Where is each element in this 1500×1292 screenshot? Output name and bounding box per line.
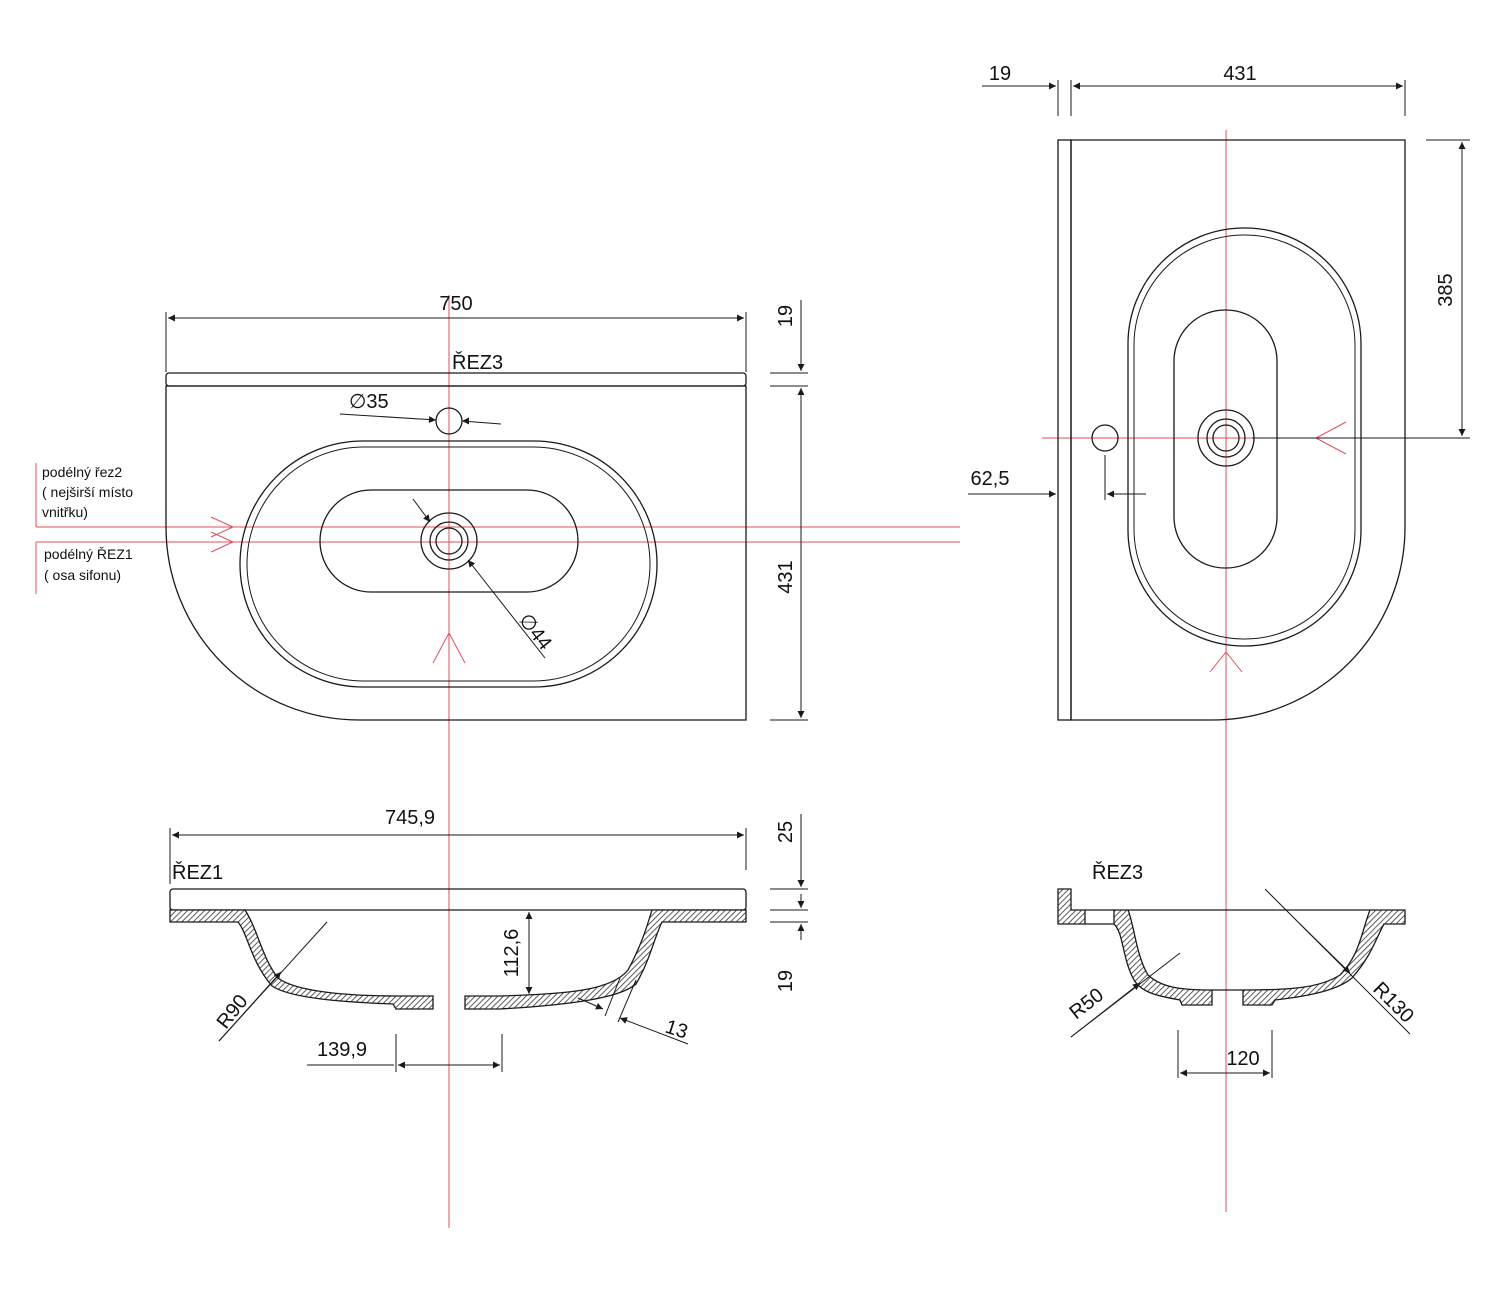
- section-1-drain-width-label: 139,9: [317, 1039, 367, 1061]
- top-view-dimensions: [165, 300, 808, 721]
- side-tap-hole-icon: [1091, 424, 1119, 452]
- side-view-dimensions: [968, 80, 1470, 500]
- side-drain-offset-label: 385: [1435, 273, 1457, 306]
- side-view: [1057, 139, 1406, 721]
- note-rez1-line1: podélný ŘEZ1: [44, 546, 133, 562]
- section-3-radius-large-label: R130: [1368, 978, 1417, 1027]
- section-1-thickness-label: 19: [775, 970, 797, 992]
- section-1-dimensions: [169, 814, 808, 1072]
- section-3-radius-small-label: R50: [1066, 984, 1108, 1024]
- tap-hole-label: ∅35: [349, 391, 389, 413]
- drain-inner-icon: [435, 527, 463, 555]
- basin-outer-rim: [239, 440, 658, 688]
- section-1: [169, 888, 747, 1010]
- side-edge-label: 19: [989, 63, 1011, 85]
- section-1-bowl-depth-label: 112,6: [501, 929, 523, 978]
- side-basin-inner: [1133, 234, 1356, 640]
- top-edge-label: 19: [775, 305, 797, 327]
- section-3-dimensions: [1070, 888, 1411, 1078]
- top-view: [165, 372, 747, 721]
- side-drain-mid-icon: [1206, 418, 1246, 458]
- top-section-label: ŘEZ3: [452, 351, 503, 374]
- side-drain-inner-icon: [1212, 424, 1240, 452]
- section-3-drain-width-label: 120: [1226, 1048, 1259, 1070]
- note-rez2-line3: vnitřku): [42, 504, 88, 520]
- section-3-title: ŘEZ3: [1092, 861, 1143, 884]
- section-3: [1057, 888, 1406, 1006]
- drain-outer-icon: [420, 512, 478, 570]
- top-width-label: 750: [439, 293, 472, 315]
- note-rez1-line2: ( osa sifonu): [44, 567, 121, 583]
- section-1-top-label: 25: [775, 821, 797, 843]
- section-1-title: ŘEZ1: [172, 861, 223, 884]
- section-1-width-label: 745,9: [385, 807, 435, 829]
- note-rez2-line1: podélný řez2: [42, 464, 122, 480]
- drain-diameter-label: ∅44: [514, 610, 556, 655]
- drain-mid-icon: [429, 521, 469, 561]
- basin-inner-rim: [246, 446, 651, 682]
- note-rez2-line2: ( nejširší místo: [42, 484, 133, 500]
- section-1-radius-label: R90: [213, 991, 253, 1033]
- top-depth-label: 431: [775, 560, 797, 593]
- drain-recess: [319, 489, 579, 593]
- side-drain-recess: [1173, 309, 1278, 569]
- section-1-wall-label: 13: [662, 1016, 690, 1044]
- side-depth-label: 431: [1223, 63, 1256, 85]
- side-basin-outer: [1127, 227, 1362, 647]
- side-tap-offset-label: 62,5: [971, 468, 1010, 490]
